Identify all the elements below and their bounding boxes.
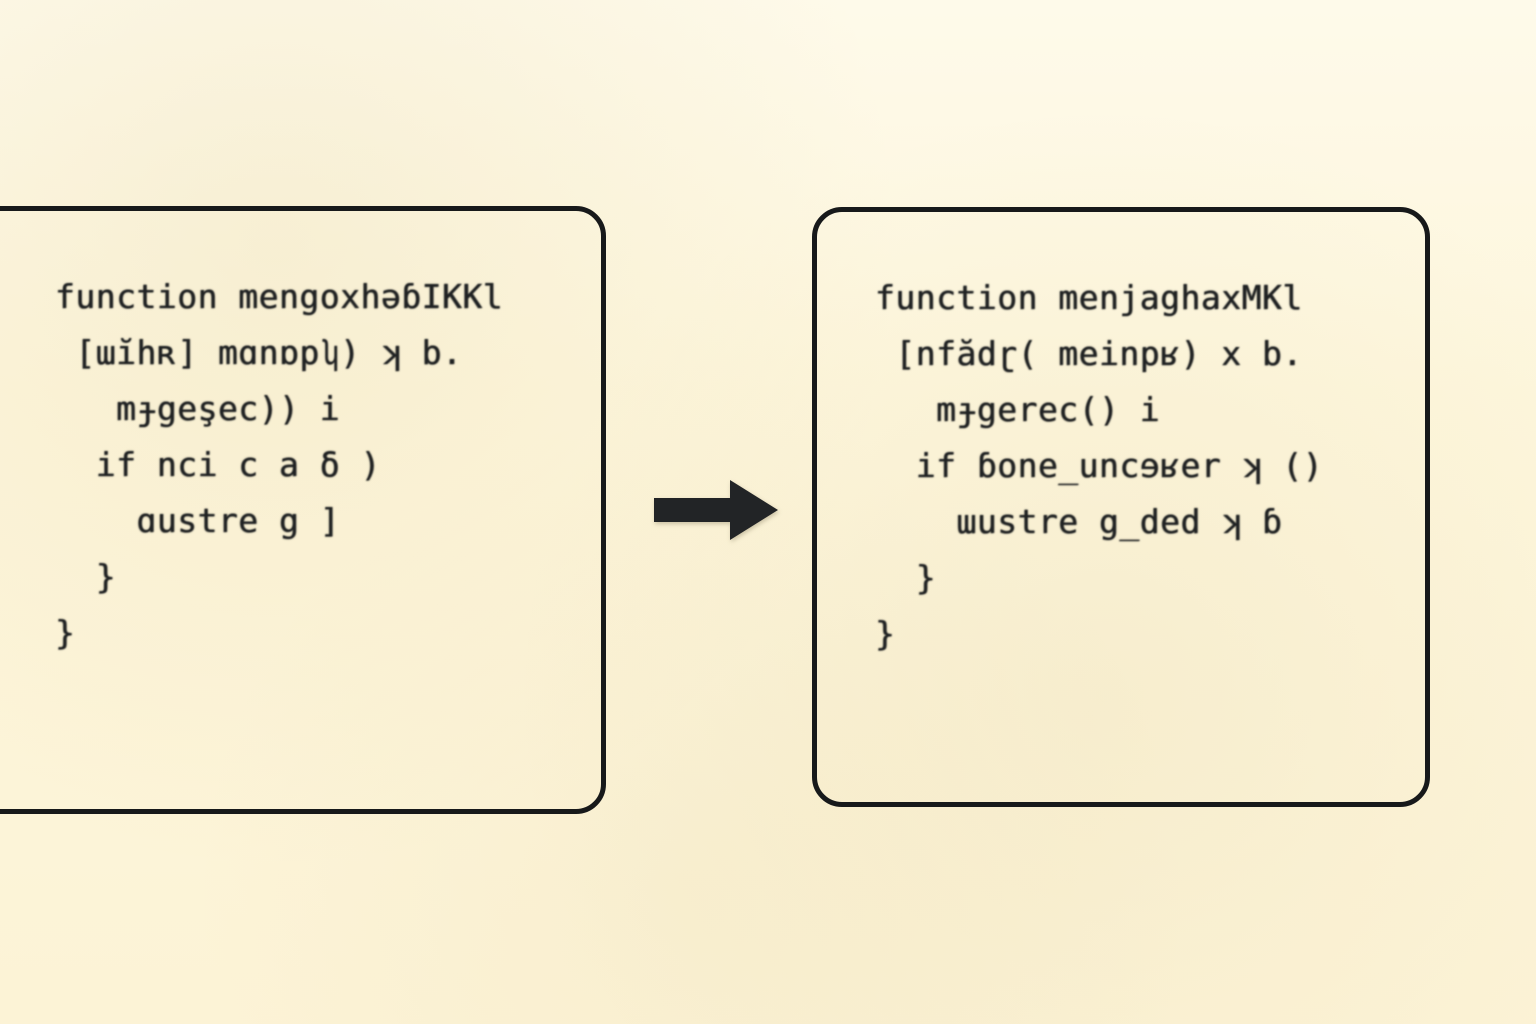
after-code-line-6: ɯustre g_ded ʞ ɓ <box>875 502 1283 541</box>
before-code-line-1: function mengoxhəɓIKKl <box>55 277 504 316</box>
after-code-line-2: [nfădɽ( meinpʁ) x b. <box>875 334 1303 373</box>
after-code-line-9: } <box>875 614 896 653</box>
before-code-line-3: mɟgeşec)) i <box>55 389 341 428</box>
after-code-line-1: function menjaghaxMKl <box>875 278 1303 317</box>
before-code-line-5: if nci c a ẟ ) <box>55 445 381 484</box>
before-code-block: function mengoxhəɓIKKl [ɯĭhʀ] mɑnɒpʮ) ʞ … <box>0 211 601 661</box>
before-code-line-9: } <box>55 613 76 652</box>
before-code-line-2: [ɯĭhʀ] mɑnɒpʮ) ʞ b. <box>55 333 463 372</box>
after-code-line-5: if ɓone_uncɘʁer ʞ () <box>875 446 1324 485</box>
after-code-panel: function menjaghaxMKl [nfădɽ( meinpʁ) x … <box>812 207 1430 807</box>
right-block-arrow-icon <box>652 478 780 542</box>
before-code-line-7: } <box>55 557 117 596</box>
before-code-panel: function mengoxhəɓIKKl [ɯĭhʀ] mɑnɒpʮ) ʞ … <box>0 206 606 814</box>
after-code-line-7: } <box>875 558 937 597</box>
before-code-line-6: ɑustre g ] <box>55 501 341 540</box>
after-code-block: function menjaghaxMKl [nfădɽ( meinpʁ) x … <box>817 212 1425 662</box>
after-code-line-3: mɟgerec() i <box>875 390 1161 429</box>
